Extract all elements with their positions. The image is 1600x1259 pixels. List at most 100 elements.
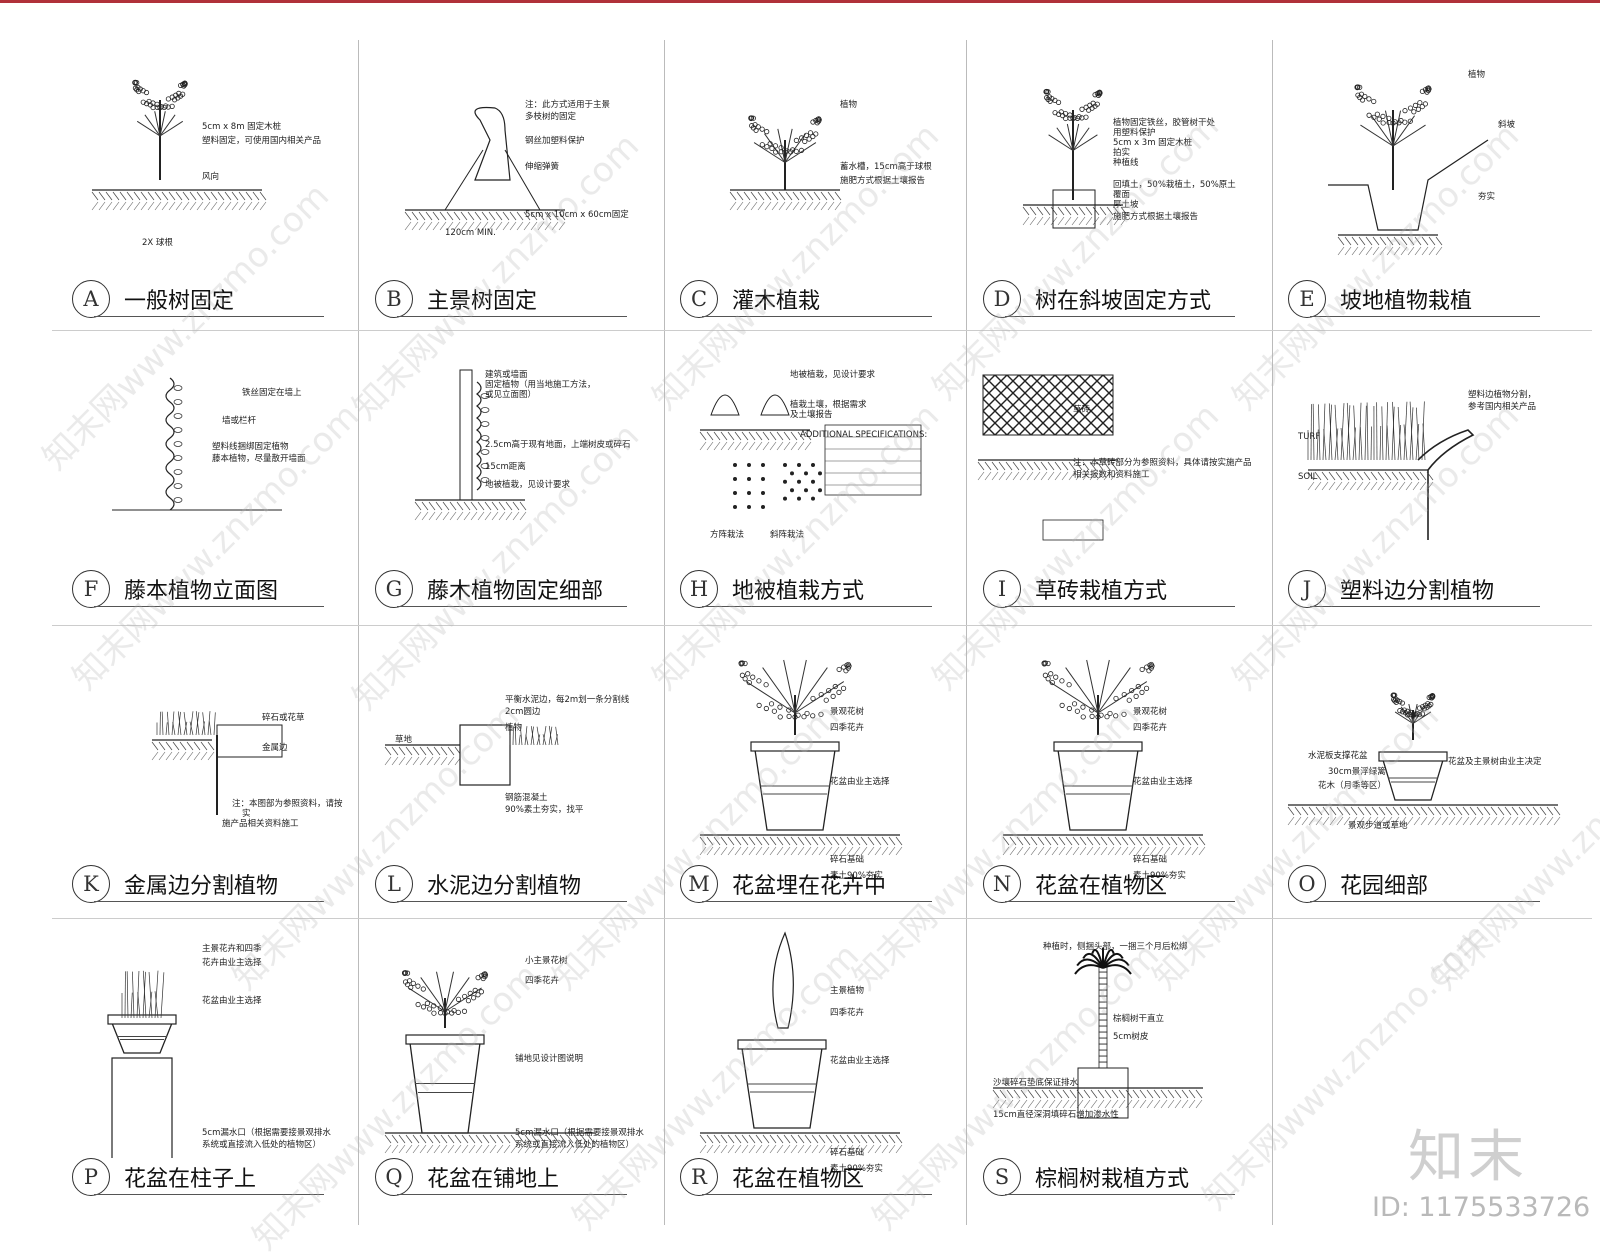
caption-underline	[1310, 606, 1540, 607]
ground-hatch	[1023, 205, 1127, 225]
panel-letter-badge: G	[375, 570, 413, 608]
planter-pot	[406, 1035, 484, 1133]
panel-letter-badge: B	[375, 280, 413, 318]
annotation-note: 5cm x 10cm x 60cm固定	[525, 210, 629, 221]
annotation-note: 多枝树的固定	[525, 112, 576, 123]
ground-hatch	[730, 190, 841, 210]
annotation-note: 伸缩弹簧	[525, 162, 559, 173]
caption-underline	[1005, 1194, 1235, 1195]
tree-symbol	[749, 116, 822, 190]
panel-drawing	[52, 625, 355, 865]
annotation-note: 5cm树皮	[1113, 1032, 1148, 1043]
annotation-note: 景观花树	[830, 707, 864, 718]
panel-title: 藤本植物立面图	[124, 573, 278, 605]
panel-title: 藤木植物固定细部	[427, 573, 603, 605]
annotation-note: 风向	[202, 172, 219, 183]
annotation-note: 厚土坡	[1113, 200, 1139, 211]
annotation-note: 四季花卉	[830, 1008, 864, 1019]
panel-letter-badge: I	[983, 570, 1021, 608]
panel-title: 花盆埋在花卉中	[732, 868, 886, 900]
annotation-note: SOIL	[1298, 472, 1317, 483]
annotation-note: 花盆由业主选择	[830, 1056, 890, 1067]
annotation-note: 钢筋混凝土	[505, 793, 548, 804]
panel-caption: G 藤木植物固定细部	[375, 570, 603, 608]
tree-trunk	[475, 108, 510, 181]
panel-letter-badge: C	[680, 280, 718, 318]
grass-tufts	[122, 971, 164, 1018]
panel-letter-badge: J	[1288, 570, 1326, 608]
planter-pot	[108, 1015, 176, 1053]
panel-drawing	[660, 625, 963, 865]
annotation-note: 植物	[1468, 70, 1485, 81]
annotation-note: 铺地见设计图说明	[515, 1054, 583, 1065]
panel-caption: E 坡地植物栽植	[1288, 280, 1472, 318]
panel-title: 棕榈树栽植方式	[1035, 1161, 1189, 1193]
ground-hatch	[1003, 835, 1205, 855]
annotation-note: 施产品相关资料施工	[222, 819, 299, 830]
ground-hatch	[92, 190, 266, 210]
panel-letter-badge: Q	[375, 1158, 413, 1196]
diagonal-spacing-grid	[783, 463, 822, 501]
panel-letter-badge: E	[1288, 280, 1326, 318]
annotation-note: 120cm MIN.	[445, 228, 496, 239]
caption-underline	[702, 606, 932, 607]
panel-drawing	[52, 330, 355, 570]
wall	[460, 370, 472, 500]
ground-hatch	[1308, 470, 1433, 490]
tree-symbol	[1391, 693, 1435, 740]
annotation-note: 塑料边植物分割，	[1468, 390, 1536, 401]
annotation-note: 花卉由业主选择	[202, 958, 262, 969]
panel-title: 灌木植栽	[732, 283, 820, 315]
annotation-note: 及土壤报告	[790, 410, 833, 421]
panel-letter-badge: R	[680, 1158, 718, 1196]
ground-hatch	[152, 740, 214, 760]
plastic-edge	[1418, 430, 1473, 540]
annotation-note: 15cm距离	[485, 462, 526, 473]
planter-pot	[738, 1040, 826, 1128]
panel-drawing	[355, 40, 658, 280]
panel-title: 坡地植物栽植	[1340, 283, 1472, 315]
panel-drawing	[355, 918, 658, 1158]
annotation-note: 花盆由业主选择	[830, 777, 890, 788]
caption-underline	[1005, 606, 1235, 607]
panel-letter-badge: K	[72, 865, 110, 903]
annotation-note: 主景植物	[830, 986, 864, 997]
caption-underline	[702, 1194, 932, 1195]
annotation-note: 30cm景浮绿篱	[1328, 767, 1386, 778]
annotation-note: 系统或直接流入低处的植物区）	[202, 1140, 321, 1151]
panel-caption: B 主景树固定	[375, 280, 537, 318]
annotation-note: 铁丝固定在墙上	[242, 388, 302, 399]
annotation-note: 种植时，侧捆头部，一捆三个月后松绑	[1043, 942, 1188, 953]
panel-title: 主景树固定	[427, 283, 537, 315]
annotation-note: 四季花卉	[830, 723, 864, 734]
caption-underline	[94, 316, 324, 317]
annotation-note: 钢丝加塑料保护	[525, 136, 585, 147]
caption-underline	[1005, 901, 1235, 902]
ground-hatch	[700, 1133, 902, 1153]
panel-drawing	[660, 918, 963, 1158]
caption-underline	[702, 316, 932, 317]
square-spacing-grid	[733, 463, 765, 509]
panel-letter-badge: P	[72, 1158, 110, 1196]
panel-title: 地被植栽方式	[732, 573, 864, 605]
groundcover-plants	[711, 395, 789, 415]
annotation-note: 5cm漏水口（根据需要接景观排水	[515, 1128, 644, 1139]
tree-symbol	[1355, 85, 1431, 190]
annotation-note: 相关报数和资料施工	[1073, 470, 1150, 481]
